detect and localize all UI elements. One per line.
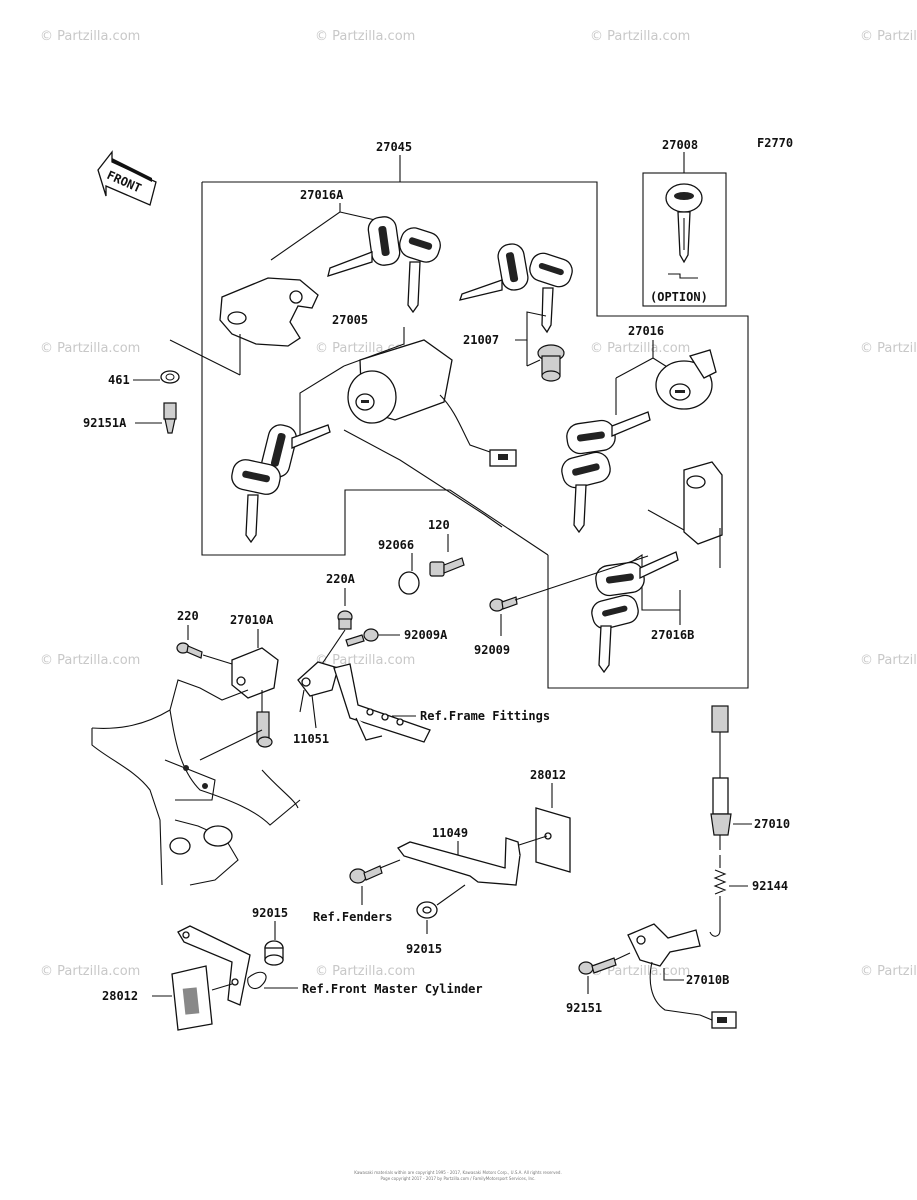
watermark: © Partzilla.com	[40, 964, 140, 979]
grommet-92015-top: 92015	[252, 906, 288, 966]
switch-27010A: 27010A	[230, 613, 279, 748]
watermark: © Partzilla.com	[590, 964, 690, 979]
callout-21007: 21007	[463, 333, 499, 347]
callout-220A: 220A	[326, 572, 356, 586]
option-label: (OPTION)	[650, 290, 708, 304]
callout-11051: 11051	[293, 732, 329, 746]
footer-copyright: Kawasaki materials within are copyright …	[354, 1170, 561, 1175]
callout-92066: 92066	[378, 538, 414, 552]
callout-92144: 92144	[752, 879, 788, 893]
watermark: © Partzilla.com	[590, 341, 690, 356]
callout-27008: 27008	[662, 138, 698, 152]
watermark: © Partzilla.com	[590, 29, 690, 44]
key-set-27016A: 27016A	[270, 188, 441, 314]
frame-fittings-bracket: Ref.Frame Fittings	[333, 663, 550, 743]
watermark: © Partzilla.com	[40, 653, 140, 668]
spring-92144: 92144	[709, 855, 788, 937]
ref-frame-fittings: Ref.Frame Fittings	[420, 709, 550, 723]
reflector-bracket: Ref.Front Master Cylinder	[177, 925, 483, 1006]
watermark: © Partzilla.com	[860, 964, 917, 979]
watermark: © Partzilla.com	[315, 653, 415, 668]
bolt-92151: 92151	[566, 952, 631, 1015]
ignition-switch-27005: 27005	[231, 313, 517, 544]
ref-fenders: Ref.Fenders	[313, 910, 392, 924]
watermark: © Partzilla.com	[860, 653, 917, 668]
key-icon	[591, 594, 639, 674]
key-icon	[566, 411, 651, 455]
watermark: © Partzilla.com	[860, 29, 917, 44]
callout-92009: 92009	[474, 643, 510, 657]
reflector-28012-left: 28012	[102, 965, 233, 1031]
callout-27010: 27010	[754, 817, 790, 831]
key-icon	[327, 216, 401, 277]
key-icon	[459, 243, 529, 301]
frame-sketch	[91, 679, 301, 886]
bolt-fenders: Ref.Fenders	[313, 859, 401, 924]
key-icon	[561, 451, 611, 534]
front-arrow-icon: FRONT	[97, 150, 157, 206]
watermark: © Partzilla.com	[315, 964, 415, 979]
nut-220A: 220A	[321, 572, 356, 665]
callout-461: 461	[108, 373, 130, 387]
callout-27010B: 27010B	[686, 973, 729, 987]
ref-front-master-cylinder: Ref.Front Master Cylinder	[302, 982, 483, 996]
bracket-11049: 11049	[397, 826, 548, 886]
grommet-92015-bottom: 92015	[406, 884, 466, 956]
callout-120: 120	[428, 518, 450, 532]
callout-92015-bottom: 92015	[406, 942, 442, 956]
bolt-92009A: 92009A	[345, 628, 448, 647]
key-icon	[231, 459, 281, 544]
screw-92009: 92009	[474, 555, 649, 657]
callout-28012-right: 28012	[530, 768, 566, 782]
ignition-cover	[219, 277, 319, 375]
key-icon	[261, 424, 331, 478]
reflector-28012-right: 28012	[530, 768, 571, 873]
key-icon	[595, 551, 679, 597]
callout-27045: 27045	[376, 140, 412, 154]
callout-92151: 92151	[566, 1001, 602, 1015]
key-icon	[399, 227, 441, 314]
bracket-11051: 11051	[293, 661, 339, 746]
watermark-layer: © Partzilla.com © Partzilla.com © Partzi…	[40, 29, 917, 979]
option-key-icon	[665, 183, 703, 279]
screw-120: 120	[428, 518, 465, 577]
callout-27005: 27005	[332, 313, 368, 327]
callout-28012-left: 28012	[102, 989, 138, 1003]
callout-220: 220	[177, 609, 199, 623]
nut-461: 461	[108, 339, 241, 387]
callout-27016: 27016	[628, 324, 664, 338]
helmet-lock-27016B: 27016B	[591, 461, 723, 674]
figure-code: F2770	[757, 136, 793, 150]
screw-220: 220	[176, 609, 233, 665]
switch-27010B: 27010B	[627, 923, 737, 1029]
switch-27010: 27010	[710, 705, 790, 850]
callout-11049: 11049	[432, 826, 468, 840]
callout-27016B: 27016B	[651, 628, 694, 642]
cap-92066: 92066	[378, 538, 420, 595]
watermark: © Partzilla.com	[40, 341, 140, 356]
callout-92015-top: 92015	[252, 906, 288, 920]
watermark: © Partzilla.com	[860, 341, 917, 356]
watermark: © Partzilla.com	[40, 29, 140, 44]
key-icon	[529, 252, 573, 334]
lock-set-21007: 21007	[459, 243, 573, 382]
bolt-92151A: 92151A	[83, 402, 177, 434]
callout-27010A: 27010A	[230, 613, 274, 627]
callout-92009A: 92009A	[404, 628, 448, 642]
seat-lock-27016: 27016	[561, 324, 717, 534]
assembly-box-27045: 27045	[201, 140, 749, 689]
watermark: © Partzilla.com	[315, 29, 415, 44]
callout-27016A: 27016A	[300, 188, 344, 202]
footer-page-copyright: Page copyright 2017 - 2017 by Partzilla.…	[380, 1176, 535, 1181]
callout-92151A: 92151A	[83, 416, 127, 430]
option-key-box: 27008 (OPTION)	[642, 138, 727, 307]
